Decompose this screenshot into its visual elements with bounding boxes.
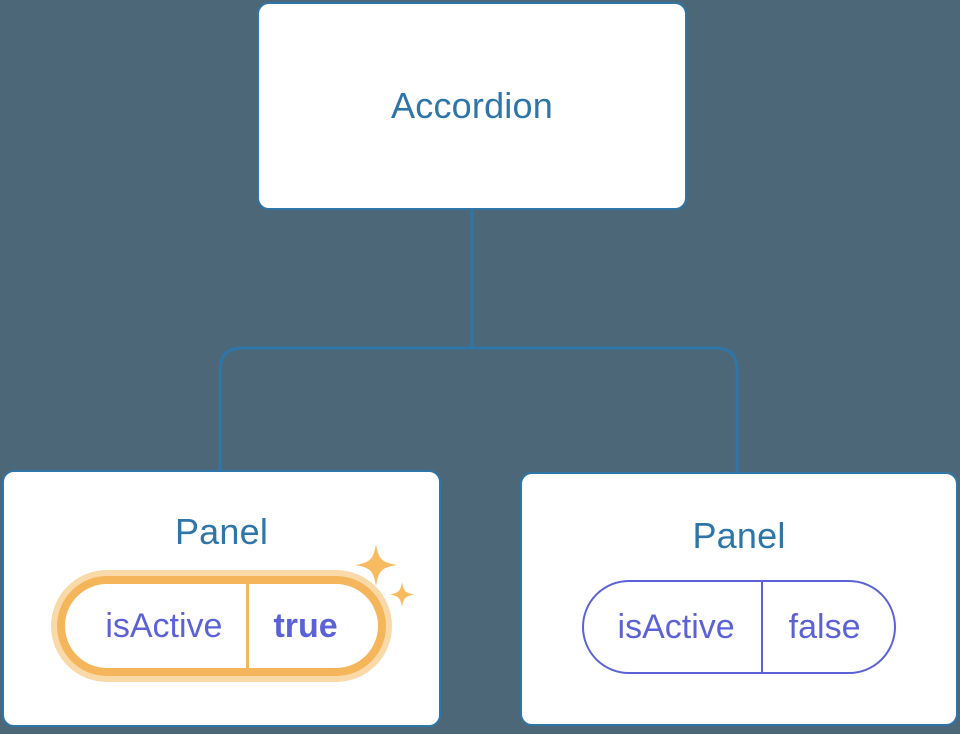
- prop-value-label: false: [760, 582, 895, 672]
- node-accordion-title: Accordion: [391, 85, 553, 126]
- node-panel-left-title: Panel: [174, 511, 269, 552]
- prop-key-label: isActive: [617, 608, 735, 646]
- sparkle-large-icon: [354, 544, 397, 586]
- prop-pill-wrap-isactive-true: isActive true: [57, 544, 415, 676]
- prop-value-label: true: [246, 584, 377, 668]
- node-accordion[interactable]: Accordion: [257, 2, 687, 210]
- prop-key-label: isActive: [105, 607, 223, 645]
- prop-pill-isactive-true[interactable]: isActive true: [57, 576, 386, 676]
- prop-pill-wrap-isactive-false: isActive false: [581, 580, 897, 674]
- sparkle-small-icon: [389, 582, 415, 607]
- node-panel-right[interactable]: Panel isActive false: [520, 472, 958, 726]
- node-panel-left[interactable]: Panel isActive true: [2, 470, 441, 727]
- node-panel-right-title: Panel: [692, 515, 786, 556]
- prop-pill-isactive-false[interactable]: isActive false: [581, 580, 897, 674]
- connector-branch-bus: [218, 346, 739, 472]
